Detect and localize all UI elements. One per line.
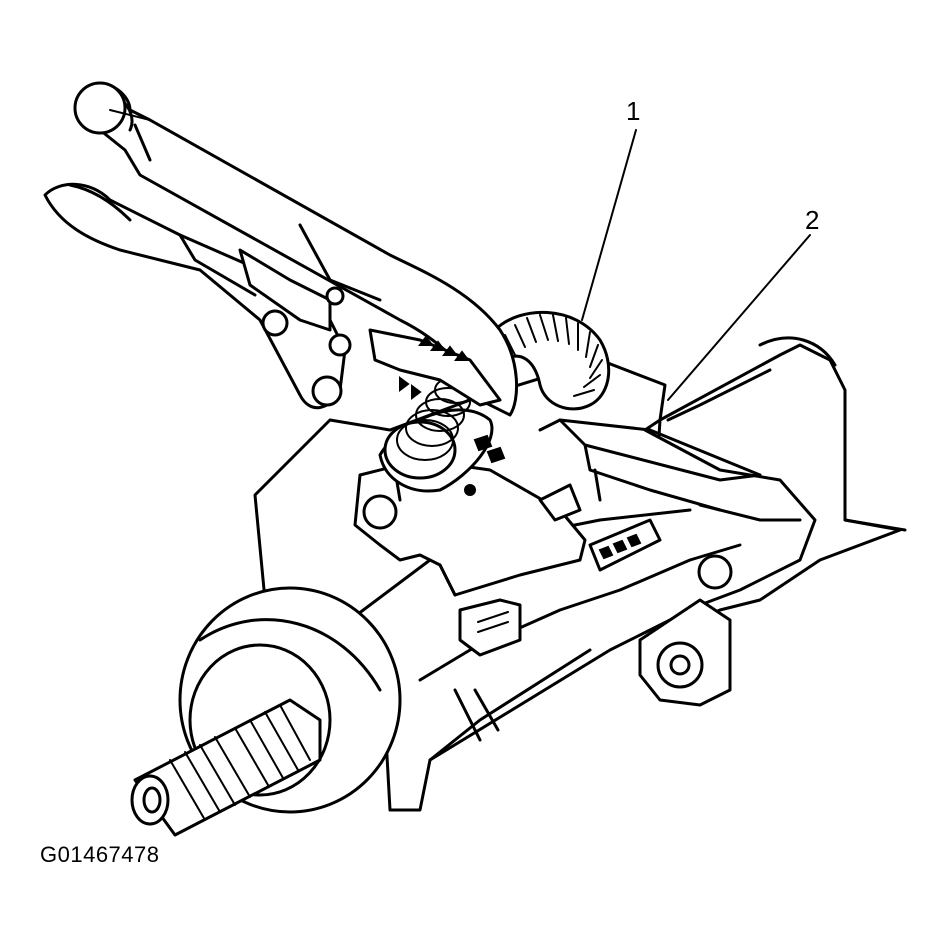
cylinder-spring-stack xyxy=(378,376,506,493)
figure-id-label: G01467478 xyxy=(40,842,160,867)
locking-pliers xyxy=(43,81,519,417)
pivot-bracket xyxy=(638,554,733,707)
rack-teeth xyxy=(538,483,662,572)
callout-2-leader xyxy=(667,234,811,401)
splined-shaft xyxy=(130,698,322,837)
corrugated-spring xyxy=(493,310,611,411)
callout-leaders xyxy=(581,129,811,401)
callout-1-leader xyxy=(581,129,637,321)
callout-1-label: 1 xyxy=(626,96,641,126)
cylinder-cover xyxy=(353,458,587,657)
callout-2-label: 2 xyxy=(805,205,820,235)
